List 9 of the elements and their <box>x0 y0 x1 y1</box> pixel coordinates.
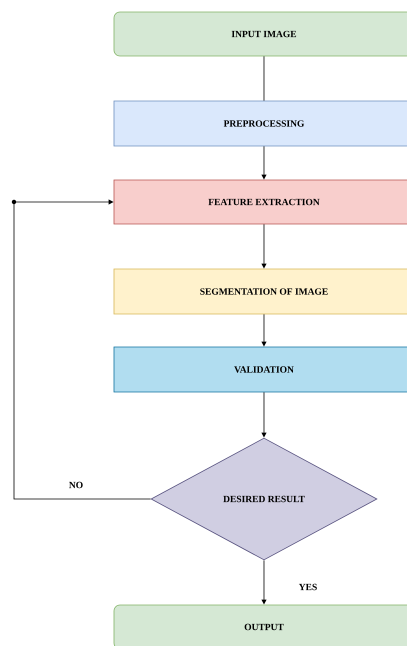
process-box: PREPROCESSING <box>114 100 407 146</box>
terminal-box: OUTPUT <box>114 604 407 646</box>
process-box: FEATURE EXTRACTION <box>114 180 407 224</box>
arrow <box>12 199 151 500</box>
edge-label: YES <box>298 582 318 592</box>
process-box: VALIDATION <box>114 346 407 392</box>
terminal-box: INPUT IMAGE <box>114 12 407 56</box>
process-box: SEGMENTATION OF IMAGE <box>114 268 407 314</box>
edge-label: NO <box>68 480 84 490</box>
